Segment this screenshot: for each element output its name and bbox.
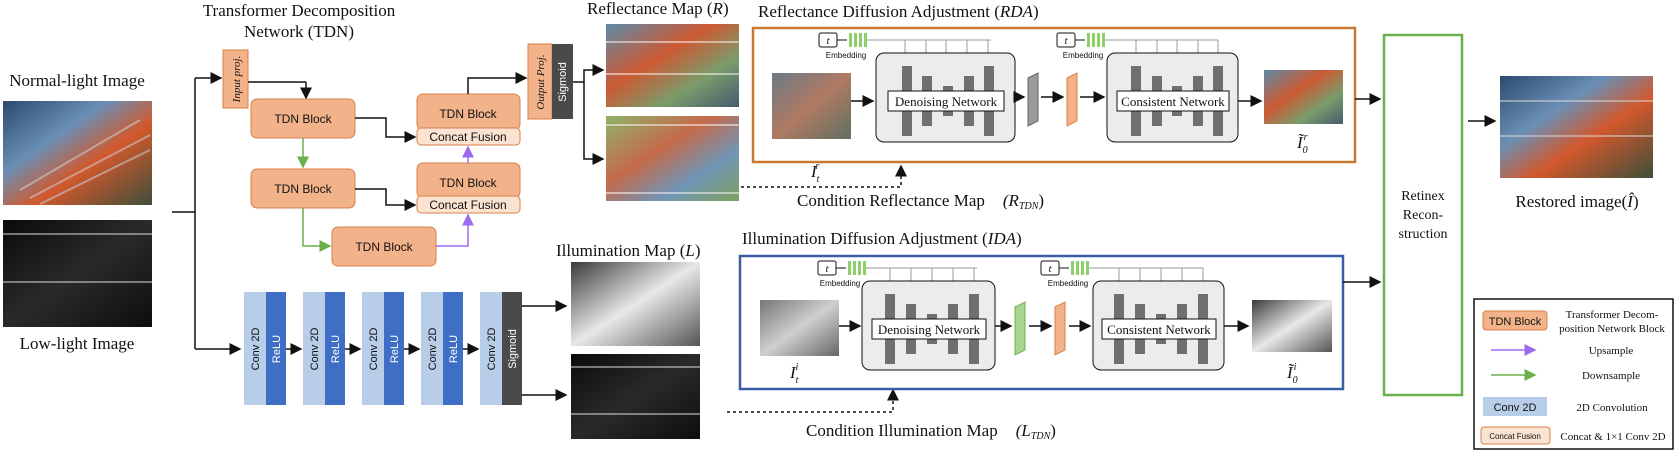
svg-text:Sigmoid: Sigmoid (507, 329, 519, 369)
svg-text:Retinex: Retinex (1401, 189, 1445, 204)
ida-latent-orange (1054, 301, 1066, 356)
reflectance-map-image-2 (606, 116, 739, 201)
upsample-arrow (436, 213, 474, 247)
illumination-map-title: Illumination Map (L) (556, 241, 701, 260)
rda-output-image (1264, 70, 1343, 124)
illumination-map-image (571, 262, 700, 346)
svg-text:TDN Block: TDN Block (1489, 316, 1542, 328)
svg-text:ReLU: ReLU (448, 335, 460, 363)
tdn-concat-block-2: TDN Block Concat Fusion (416, 162, 521, 214)
svg-text:Conv 2D: Conv 2D (427, 328, 439, 371)
conv-stack (244, 292, 522, 405)
tdn-sigmoid (552, 44, 573, 119)
rda-output-symbol: Ĩ0r (1296, 132, 1308, 156)
illumination-map-image-2 (571, 354, 700, 439)
svg-text:TDN Block: TDN Block (274, 112, 332, 126)
rda-condition-label: Condition Reflectance Map(RTDN) (797, 191, 1044, 212)
ida-latent-green (1014, 301, 1026, 356)
reflectance-map-image (606, 24, 739, 107)
svg-text:Sigmoid: Sigmoid (557, 62, 569, 102)
svg-text:TDN Block: TDN Block (355, 240, 413, 254)
ida-output-image (1252, 300, 1332, 352)
tdn-title-2: Network (TDN) (244, 22, 354, 41)
svg-text:struction: struction (1399, 227, 1448, 242)
svg-text:2D Convolution: 2D Convolution (1576, 402, 1648, 414)
svg-text:Transformer Decom-: Transformer Decom- (1566, 309, 1659, 321)
legend: TDN Block Transformer Decom- position Ne… (1473, 298, 1674, 450)
svg-text:Concat Fusion: Concat Fusion (1489, 432, 1541, 441)
svg-text:TDN Block: TDN Block (439, 176, 497, 190)
low-light-image (3, 220, 152, 327)
input-proj-block (222, 49, 249, 109)
svg-text:Downsample: Downsample (1582, 370, 1640, 382)
retinex-reconstruction-box (1382, 33, 1464, 397)
reflectance-map-title: Reflectance Map (R) (587, 0, 729, 18)
svg-text:Recon-: Recon- (1403, 208, 1444, 223)
rda-latent-orange (1066, 72, 1078, 127)
rda-latent-gray (1027, 72, 1039, 127)
svg-text:Embedding: Embedding (820, 279, 860, 288)
input-proj-label: Input proj. (231, 56, 243, 104)
svg-text:Concat & 1×1 Conv 2D: Concat & 1×1 Conv 2D (1560, 431, 1665, 443)
svg-text:Denoising Network: Denoising Network (895, 94, 998, 109)
svg-text:ReLU: ReLU (271, 335, 283, 363)
rda-input-symbol: Itr (810, 161, 820, 185)
normal-light-image (3, 101, 152, 205)
normal-light-label: Normal-light Image (9, 71, 145, 90)
svg-text:Consistent Network: Consistent Network (1107, 322, 1211, 337)
rda-title: Reflectance Diffusion Adjustment (RDA) (758, 2, 1039, 21)
svg-text:Conv 2D: Conv 2D (309, 328, 321, 371)
rda-box (751, 26, 1357, 164)
svg-text:Conv 2D: Conv 2D (250, 328, 262, 371)
rda-noisy-input (772, 73, 851, 139)
svg-text:Concat Fusion: Concat Fusion (429, 198, 506, 212)
tdn-concat-block-1: TDN Block Concat Fusion (416, 93, 521, 146)
svg-text:Upsample: Upsample (1589, 345, 1634, 357)
svg-text:position Network Block: position Network Block (1559, 323, 1665, 335)
ida-title: Illumination Diffusion Adjustment (IDA) (742, 229, 1022, 248)
svg-text:Conv 2D: Conv 2D (1494, 402, 1537, 414)
svg-text:Embedding: Embedding (1048, 279, 1088, 288)
svg-text:Concat Fusion: Concat Fusion (429, 130, 506, 144)
ida-condition-label: Condition Illumination Map(LTDN) (806, 421, 1056, 442)
svg-text:TDN Block: TDN Block (274, 182, 332, 196)
ida-noisy-input (760, 300, 839, 356)
svg-text:ReLU: ReLU (330, 335, 342, 363)
tdn-title-1: Transformer Decomposition (203, 1, 396, 20)
svg-text:Denoising Network: Denoising Network (878, 322, 981, 337)
output-proj-block (527, 43, 553, 120)
svg-text:Consistent Network: Consistent Network (1121, 94, 1225, 109)
ida-box (738, 254, 1345, 391)
svg-text:t: t (826, 35, 830, 47)
svg-text:TDN Block: TDN Block (439, 107, 497, 121)
svg-text:t: t (825, 263, 829, 275)
svg-text:t: t (1064, 35, 1068, 47)
low-light-label: Low-light Image (20, 334, 135, 353)
svg-text:Output Proj.: Output Proj. (535, 54, 547, 109)
svg-text:Conv 2D: Conv 2D (368, 328, 380, 371)
svg-text:Embedding: Embedding (1063, 51, 1103, 60)
svg-text:Embedding: Embedding (826, 51, 866, 60)
svg-text:Conv 2D: Conv 2D (486, 328, 498, 371)
svg-text:t: t (1048, 263, 1052, 275)
ida-input-symbol: Iti (789, 362, 799, 386)
ida-output-symbol: Ĩ0i (1286, 362, 1298, 386)
svg-text:ReLU: ReLU (389, 335, 401, 363)
restored-image (1500, 76, 1653, 178)
restored-image-label: Restored image(Î) (1515, 192, 1638, 211)
